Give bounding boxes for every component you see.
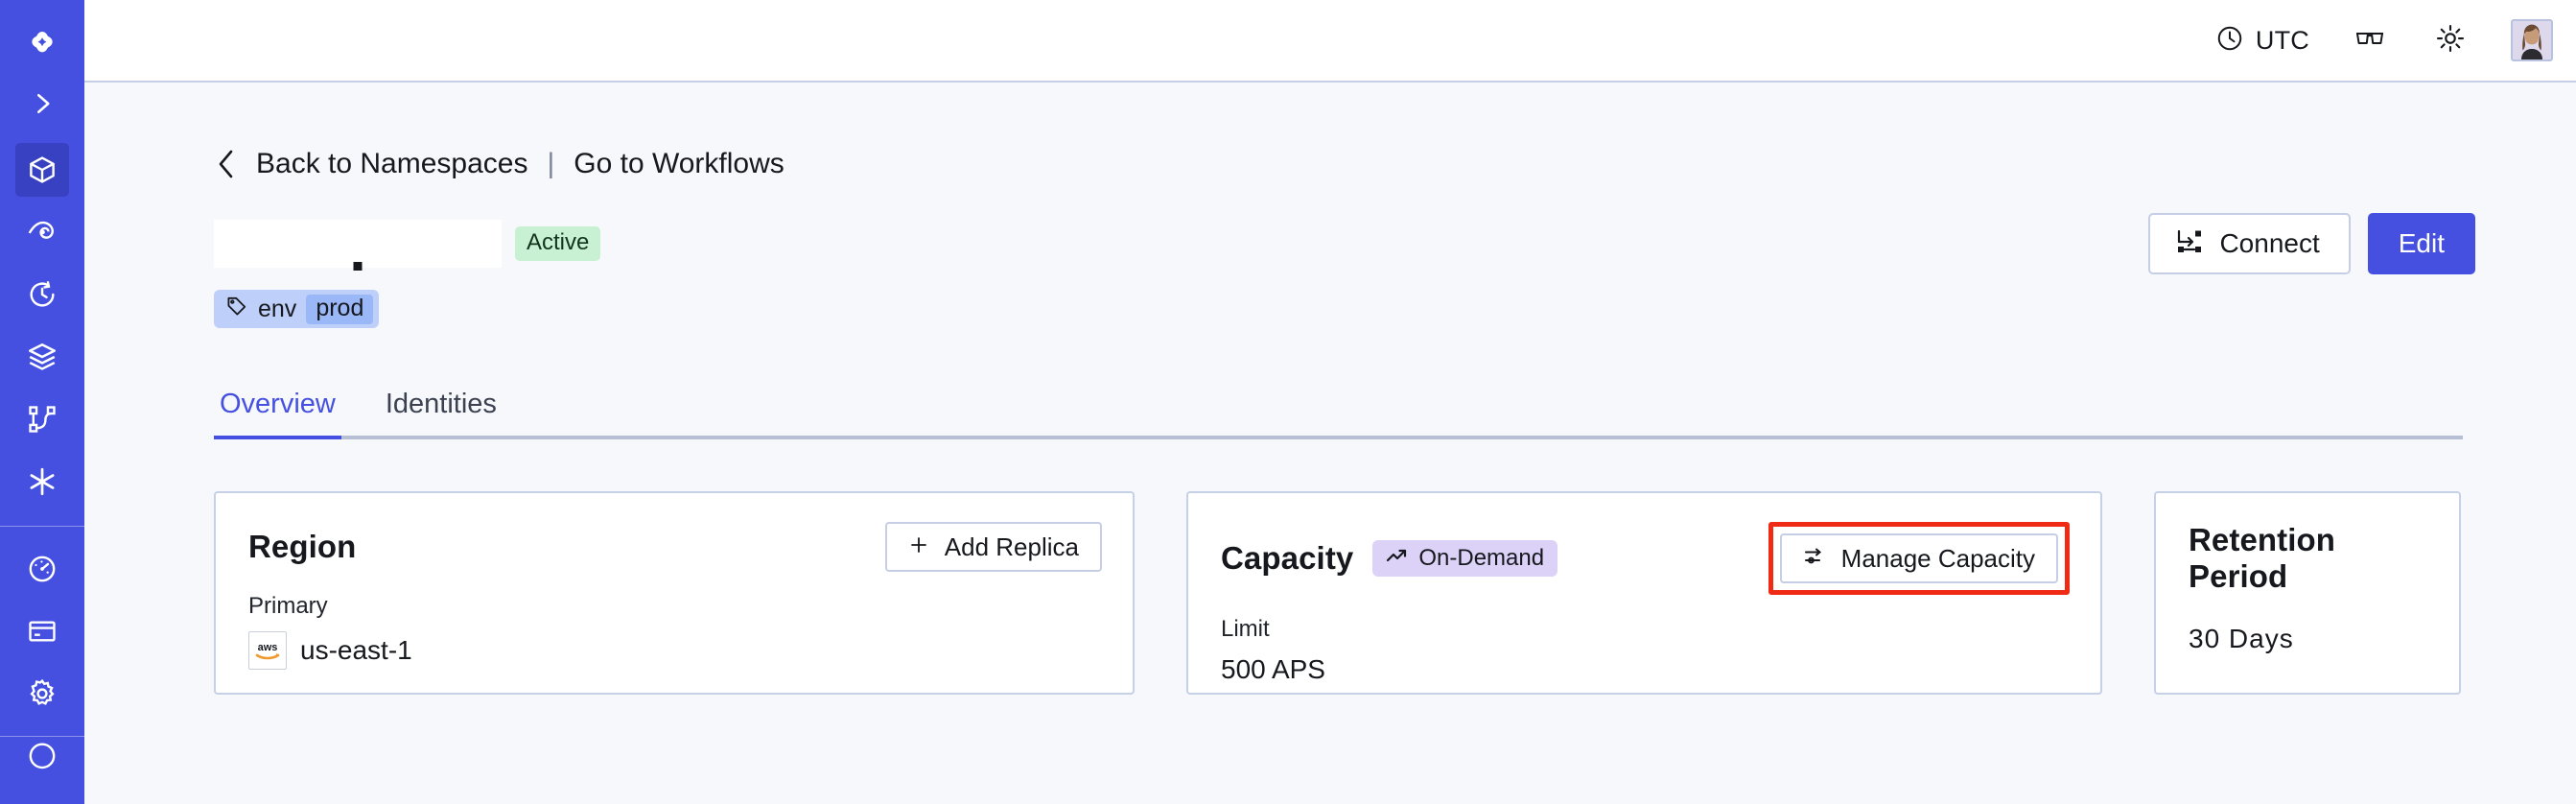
sidebar-item-observability[interactable] — [15, 205, 69, 259]
timezone-label: UTC — [2255, 25, 2309, 55]
sidebar-item-logo[interactable] — [15, 13, 69, 71]
asterisk-icon — [25, 464, 59, 499]
sidebar-item-usage[interactable] — [15, 542, 69, 596]
go-to-workflows-link[interactable]: Go to Workflows — [574, 148, 785, 179]
sidebar-divider — [0, 526, 84, 527]
manage-capacity-label: Manage Capacity — [1840, 543, 2035, 573]
breadcrumb-separator: | — [547, 148, 555, 179]
chevron-left-icon[interactable] — [214, 148, 239, 180]
credit-card-icon — [26, 615, 59, 648]
tag-icon — [225, 295, 248, 324]
sidebar-expand-button[interactable] — [15, 77, 69, 130]
status-badge: Active — [515, 226, 601, 261]
capacity-card: Capacity On-Demand — [1186, 491, 2102, 695]
layers-icon — [26, 341, 59, 373]
tab-bar: Overview Identities — [214, 380, 2463, 439]
cube-icon — [26, 154, 59, 186]
gear-icon — [26, 677, 59, 710]
reader-mode-button[interactable] — [2354, 26, 2386, 56]
region-primary-label: Primary — [248, 593, 328, 619]
edit-button[interactable]: Edit — [2367, 213, 2475, 274]
region-card-title: Region — [248, 529, 357, 564]
glasses-icon — [2354, 26, 2386, 56]
namespace-actions: Connect Edit — [2148, 213, 2475, 274]
manage-capacity-button[interactable]: Manage Capacity — [1779, 533, 2058, 583]
sidebar-item-settings[interactable] — [15, 667, 69, 721]
breadcrumb: Back to Namespaces | Go to Workflows — [214, 83, 2475, 180]
user-avatar-image — [2513, 21, 2551, 59]
manage-capacity-highlight: Manage Capacity — [1768, 522, 2070, 595]
capacity-card-header: Capacity On-Demand — [1221, 522, 2070, 595]
tag-key: env — [258, 295, 297, 322]
retention-card: Retention Period 30 Days — [2154, 491, 2461, 695]
sidebar-item-workflows[interactable] — [15, 392, 69, 446]
capacity-mode-label: On-Demand — [1418, 545, 1545, 571]
chevron-right-icon — [28, 89, 57, 118]
sidebar-item-help[interactable] — [26, 737, 59, 781]
connect-button-label: Connect — [2219, 228, 2320, 258]
connect-button[interactable]: Connect — [2148, 213, 2351, 274]
capacity-mode-badge: On-Demand — [1372, 540, 1558, 577]
timezone-selector[interactable]: UTC — [2215, 24, 2309, 58]
namespace-tags: env prod — [214, 290, 2475, 328]
retention-value: 30 Days — [2189, 624, 2294, 653]
connect-icon — [2175, 228, 2204, 260]
aws-icon: aws — [248, 631, 287, 670]
sidebar-item-namespaces[interactable] — [15, 143, 69, 197]
overview-cards: Region Add Replica — [214, 491, 2475, 695]
content-area: Back to Namespaces | Go to Workflows Act… — [84, 83, 2576, 804]
namespace-title-row: Active — [214, 213, 2475, 274]
region-value-row: aws us-east-1 — [248, 631, 1102, 670]
tag-value: prod — [306, 294, 374, 324]
back-to-namespaces-link[interactable]: Back to Namespaces — [256, 148, 528, 179]
sliders-icon — [1803, 544, 1826, 574]
plus-icon — [908, 532, 929, 562]
capacity-limit-value: 500 APS — [1221, 654, 1325, 684]
trend-up-icon — [1386, 547, 1409, 571]
gauge-icon — [26, 553, 59, 585]
add-replica-button[interactable]: Add Replica — [884, 522, 1102, 572]
region-value: us-east-1 — [300, 635, 412, 665]
namespace-name — [214, 220, 502, 268]
tab-identities[interactable]: Identities — [385, 389, 497, 419]
clock-arrow-icon — [26, 278, 59, 311]
clock-icon — [2215, 24, 2244, 58]
topbar: UTC — [84, 0, 2576, 83]
retention-card-title: Retention Period — [2189, 522, 2336, 594]
sun-icon — [2436, 24, 2465, 58]
region-card-action: Add Replica — [884, 522, 1102, 572]
capacity-limit-label: Limit — [1221, 616, 1270, 642]
capacity-card-title: Capacity — [1221, 540, 1354, 576]
add-replica-label: Add Replica — [944, 532, 1079, 561]
theme-toggle-button[interactable] — [2436, 24, 2465, 58]
help-circle-icon — [26, 737, 59, 774]
svg-text:aws: aws — [258, 642, 278, 653]
tag-chip-env[interactable]: env prod — [214, 290, 380, 328]
sidebar-item-schedules[interactable] — [15, 268, 69, 321]
sidebar-item-billing[interactable] — [15, 604, 69, 658]
temporal-logo-icon — [23, 23, 61, 61]
main-area: UTC — [84, 0, 2576, 804]
sidebar — [0, 0, 84, 804]
sidebar-item-nexus[interactable] — [15, 455, 69, 508]
eye-icon — [26, 216, 59, 248]
sitemap-icon — [26, 403, 59, 436]
sidebar-divider-bottom — [0, 736, 84, 737]
retention-card-header: Retention Period — [2189, 522, 2428, 595]
avatar[interactable] — [2511, 19, 2553, 61]
tab-overview[interactable]: Overview — [214, 389, 341, 439]
region-card-header: Region Add Replica — [248, 522, 1102, 572]
sidebar-item-batch-operations[interactable] — [15, 330, 69, 384]
region-card: Region Add Replica — [214, 491, 1135, 695]
